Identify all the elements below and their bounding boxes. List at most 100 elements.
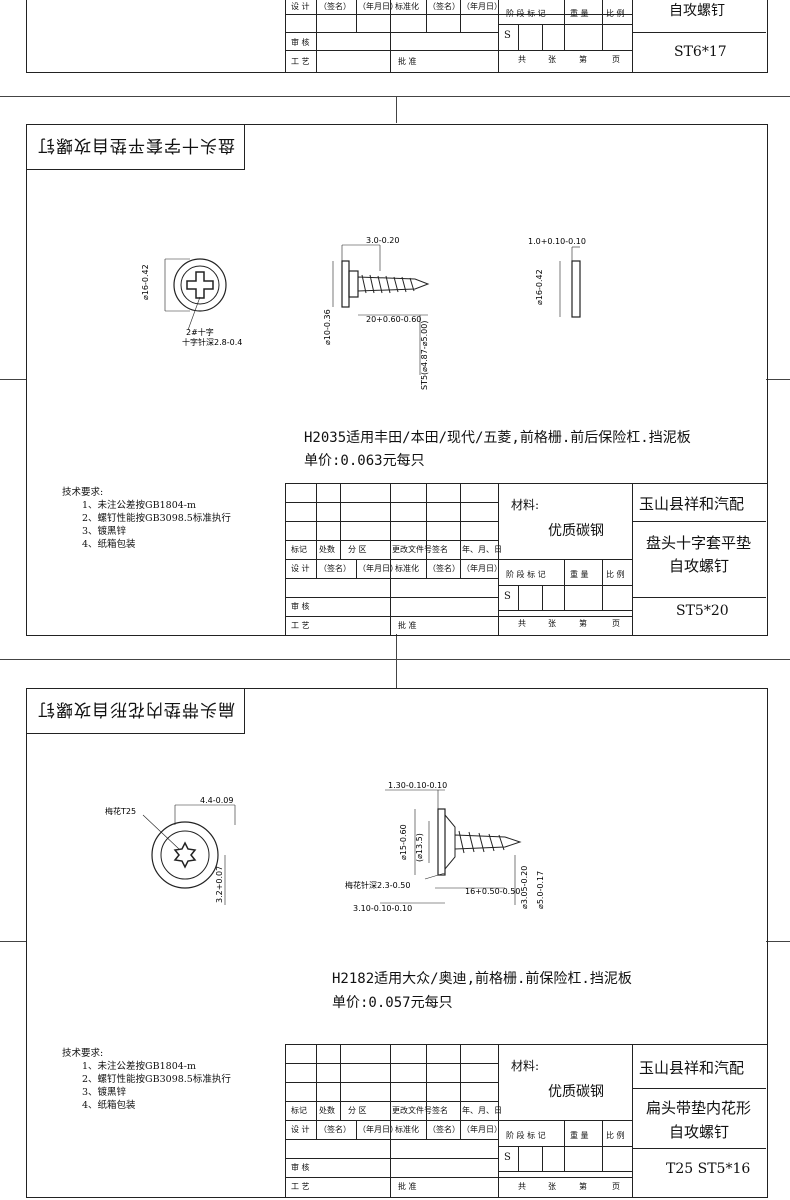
sheet-border-line: [0, 96, 790, 97]
tech-title: 技术要求:: [62, 487, 104, 498]
approve-label: 批 准: [398, 57, 417, 66]
stage-mark-label: 阶 段 标 记: [506, 9, 546, 18]
rev-doc: 更改文件号: [392, 545, 432, 554]
footer-sheets: 张: [548, 619, 556, 628]
price-note: 单价:0.063元每只: [304, 453, 425, 469]
screw-drawing: ⌀16-0.42 2#十字 十字针深2.8-0.4 3.0-0.20 ⌀10-0…: [141, 236, 586, 390]
rev-count: 处数: [319, 545, 335, 554]
sign-label: （签名）: [428, 2, 460, 11]
process-label: 工 艺: [291, 57, 310, 66]
date-label: （年月日）: [358, 2, 398, 11]
drawing-frame: [26, 688, 768, 1198]
footer-total: 共: [518, 619, 526, 628]
date-label: （年月日）: [462, 2, 502, 11]
weight-label: 重 量: [570, 570, 589, 579]
tech-item: 3、镀黑锌: [82, 1087, 127, 1098]
dim-washer-dia: ⌀10-0.36: [323, 309, 332, 345]
company-name: 玉山县祥和汽配: [639, 495, 745, 513]
part-code: ST5*20: [676, 603, 729, 619]
rev-mark: 标记: [291, 545, 307, 554]
dim-washer-dia2: ⌀16-0.42: [535, 269, 544, 305]
part-name-line-1: 扁头带垫内花形: [646, 1099, 752, 1117]
sign-label: （签名）: [428, 564, 460, 573]
company-name: 玉山县祥和汽配: [639, 1059, 745, 1077]
sign-label: （签名）: [319, 2, 351, 11]
stage-mark-value: S: [504, 591, 511, 602]
footer-page: 页: [612, 619, 620, 628]
screw-drawing: 4.4-0.09 梅花T25 3.2+0.07 1.30-0.10-0.10 ⌀…: [105, 781, 545, 913]
design-label: 设 计: [291, 564, 310, 573]
material-value: 优质碳钢: [548, 523, 604, 539]
dim-thread: ST5(⌀4.87-⌀5.00): [420, 321, 429, 390]
tech-item: 3、镀黑锌: [82, 526, 127, 537]
approve-label: 批 准: [398, 1182, 417, 1191]
date-label: （年月日）: [462, 1125, 502, 1134]
date-label: （年月日）: [358, 1125, 398, 1134]
review-label: 审 核: [291, 1163, 310, 1172]
stage-mark-label: 阶 段 标 记: [506, 570, 546, 579]
stage-mark-value: S: [504, 30, 511, 41]
tech-item: 1、未注公差按GB1804-m: [82, 500, 197, 511]
drawing-title-mirrored: 盘头十字套平垫自攻螺钉: [26, 124, 245, 170]
drawing-title: 扁头带垫内花形自攻螺钉: [36, 698, 235, 719]
stage-mark-value: S: [504, 1152, 511, 1163]
process-label: 工 艺: [291, 621, 310, 630]
rev-date: 年、月、日: [462, 545, 502, 554]
part-code: ST6*17: [674, 44, 727, 60]
date-label: （年月日）: [462, 564, 502, 573]
dim-cross-label: 2#十字: [186, 327, 214, 337]
scale-label: 比 例: [606, 1131, 625, 1140]
review-label: 审 核: [291, 602, 310, 611]
dim-torx-depth: 梅花针深2.3-0.50: [345, 880, 410, 890]
rev-mark: 标记: [291, 1106, 307, 1115]
price-note: 单价:0.057元每只: [332, 995, 453, 1011]
scale-label: 比 例: [606, 570, 625, 579]
footer-no: 第: [579, 55, 587, 64]
footer-no: 第: [579, 1182, 587, 1191]
dim-thread-big: ⌀5.0-0.17: [536, 871, 545, 909]
part-name-line-2: 自攻螺钉: [669, 557, 730, 575]
part-name-line-2: 自攻螺钉: [669, 1123, 730, 1141]
rev-doc: 更改文件号: [392, 1106, 432, 1115]
material-label: 材料:: [511, 498, 540, 512]
tech-item: 4、纸箱包装: [82, 1100, 136, 1111]
drawing-title: 盘头十字套平垫自攻螺钉: [36, 134, 235, 155]
head-view: [142, 804, 236, 905]
rev-date: 年、月、日: [462, 1106, 502, 1115]
process-label: 工 艺: [291, 1182, 310, 1191]
dim-washer-thick: 1.0+0.10-0.10: [528, 237, 586, 246]
side-view: [332, 244, 430, 375]
footer-no: 第: [579, 619, 587, 628]
footer-total: 共: [518, 55, 526, 64]
dim-cross-depth: 十字针深2.8-0.4: [182, 337, 242, 347]
material-label: 材料:: [511, 1059, 540, 1073]
part-name-line: 自攻螺钉: [669, 3, 725, 19]
part-name-line-1: 盘头十字套平垫: [646, 534, 752, 552]
dim-head-dia: ⌀15-0.60: [399, 824, 408, 860]
standard-label: 标准化: [395, 2, 419, 11]
tech-requirements: 技术要求: 1、未注公差按GB1804-m 2、螺钉性能按GB3098.5标准执…: [62, 1047, 231, 1112]
torx-label: 梅花T25: [105, 806, 136, 816]
dim-inner-dia: (⌀13.5): [415, 833, 424, 862]
sign-label: （签名）: [319, 564, 351, 573]
footer-sheets: 张: [548, 1182, 556, 1191]
tech-item: 4、纸箱包装: [82, 539, 136, 550]
top-title-block: 设 计 （签名） （年月日） 标准化 （签名） （年月日） 阶 段 标 记 重 …: [285, 0, 768, 73]
dim-length: 20+0.60-0.60: [366, 315, 421, 324]
dim-head-thick: 4.4-0.09: [200, 796, 233, 805]
part-code: T25 ST5*16: [666, 1161, 751, 1177]
application-note: H2035适用丰田/本田/现代/五菱,前格栅.前后保险杠.挡泥板: [304, 430, 691, 446]
tech-title: 技术要求:: [62, 1048, 104, 1059]
title-block: 标记 处数 分 区 更改文件号 签名 年、月、日 设 计 （签名） （年月日） …: [285, 483, 767, 635]
footer-total: 共: [518, 1182, 526, 1191]
dim-head-dia: ⌀16-0.42: [141, 264, 150, 300]
center-mark: [396, 97, 397, 123]
standard-label: 标准化: [395, 1125, 419, 1134]
design-label: 设 计: [291, 2, 310, 11]
weight-label: 重 量: [570, 1131, 589, 1140]
stage-mark-label: 阶 段 标 记: [506, 1131, 546, 1140]
dim-washer-thick: 3.2+0.07: [215, 866, 224, 903]
date-label: （年月日）: [358, 564, 398, 573]
footer-sheets: 张: [548, 55, 556, 64]
tech-item: 2、螺钉性能按GB3098.5标准执行: [82, 1074, 231, 1085]
